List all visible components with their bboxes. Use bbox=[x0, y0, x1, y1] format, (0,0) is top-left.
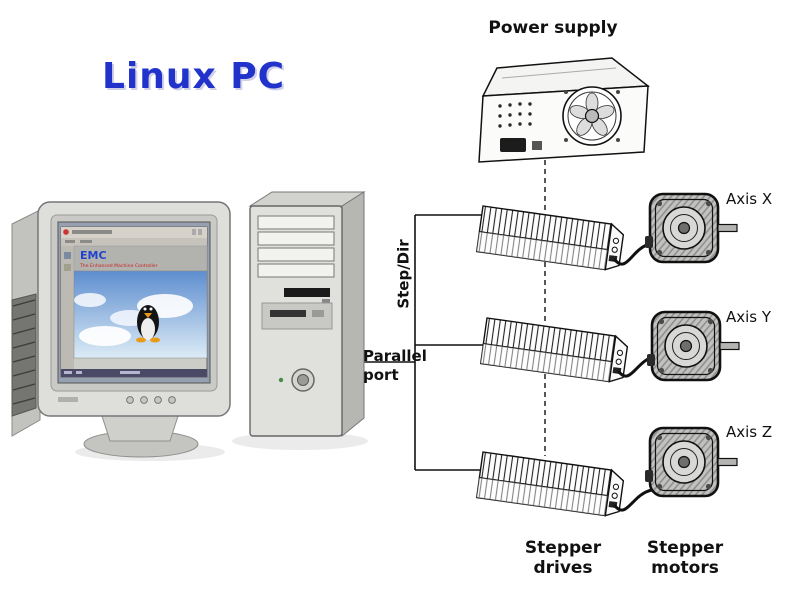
drive-bay bbox=[257, 215, 335, 230]
psu-vent-holes bbox=[498, 102, 532, 128]
computer-tower bbox=[232, 191, 368, 450]
axis-y-label: Axis Y bbox=[726, 308, 772, 326]
axis-x-label: Axis X bbox=[726, 190, 773, 208]
signal-lines bbox=[358, 214, 484, 471]
monitor-stand bbox=[101, 415, 179, 442]
screen-titlebar bbox=[61, 227, 207, 238]
diagram-title: Linux PC bbox=[102, 56, 286, 97]
power-led bbox=[278, 377, 284, 383]
emc-subtitle-text: The Enhanced Machine Controller bbox=[79, 263, 158, 269]
stepper-drive-1 bbox=[475, 205, 626, 273]
stepper-drives-line2: drives bbox=[533, 558, 593, 579]
stepper-motor-x bbox=[643, 192, 739, 264]
emc-title-text: EMC bbox=[80, 249, 107, 262]
monitor-button bbox=[168, 396, 176, 404]
monitor-button bbox=[126, 396, 134, 404]
power-supply bbox=[478, 57, 651, 163]
stepper-motors-line2: motors bbox=[651, 558, 719, 579]
psu-socket bbox=[500, 138, 526, 152]
step-dir-label-text: Step/Dir bbox=[394, 239, 413, 309]
stepper-drive-3 bbox=[475, 451, 626, 519]
tux-penguin bbox=[136, 305, 160, 343]
crt-monitor: EMC The Enhanced Machine Controller bbox=[11, 201, 231, 461]
power-supply-label: Power supply bbox=[488, 18, 618, 38]
drive-bay bbox=[257, 263, 335, 278]
stepper-drive-2 bbox=[479, 317, 630, 385]
psu-switch bbox=[532, 141, 542, 150]
drive-bay bbox=[257, 247, 335, 262]
stepper-motors-line1: Stepper bbox=[646, 538, 724, 558]
stepper-drives-label: Stepper drives bbox=[508, 538, 618, 579]
drive-bay bbox=[257, 231, 335, 246]
monitor-side-vent bbox=[11, 293, 37, 417]
stepper-motors-label: Stepper motors bbox=[630, 538, 740, 579]
wire-axis-z bbox=[613, 488, 654, 512]
monitor-button bbox=[154, 396, 162, 404]
axis-z-label: Axis Z bbox=[726, 423, 773, 441]
parallel-port-line1: Parallel bbox=[363, 347, 427, 365]
monitor-button bbox=[140, 396, 148, 404]
parallel-port-line2: port bbox=[363, 365, 399, 384]
stepper-drives-line1: Stepper bbox=[524, 538, 602, 558]
step-dir-label: Step/Dir bbox=[352, 222, 456, 326]
parallel-port-label: Parallel port bbox=[363, 347, 427, 385]
floppy-slot bbox=[284, 288, 330, 297]
stepper-motor-z bbox=[643, 426, 739, 498]
